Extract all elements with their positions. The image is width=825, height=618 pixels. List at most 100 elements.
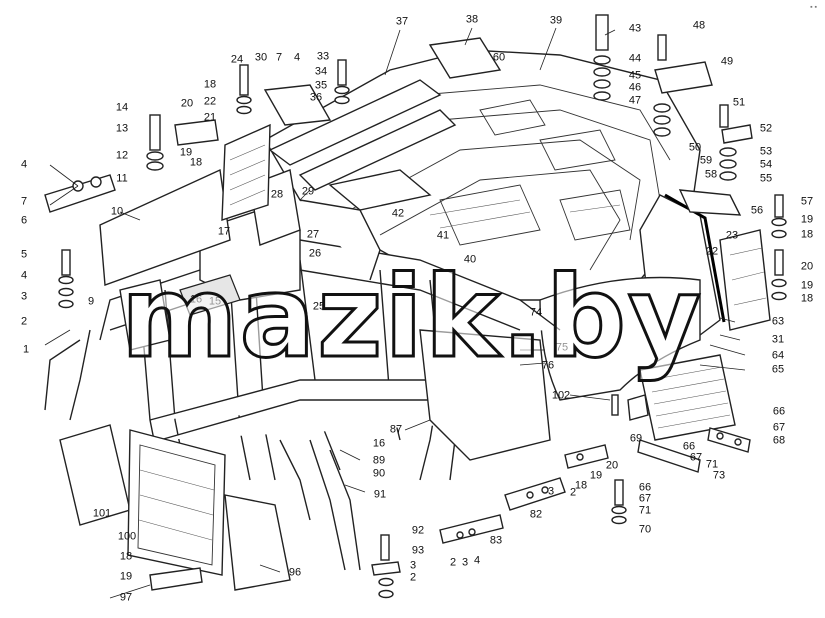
callout-label: 38: [465, 13, 479, 26]
callout-label: 73: [712, 469, 726, 482]
lower-panels: [59, 424, 291, 591]
callout-label: 63: [771, 315, 785, 328]
callout-label: 18: [800, 228, 814, 241]
callout-label: 26: [308, 247, 322, 260]
callout-label: 71: [638, 504, 652, 517]
rear-curved-panel: [539, 276, 736, 441]
callout-label: 102: [551, 389, 571, 402]
callout-label: 67: [638, 492, 652, 505]
callout-label: 2: [449, 556, 457, 569]
callout-label: 13: [115, 122, 129, 135]
leader-lines: [44, 27, 746, 599]
callout-label: 3: [20, 290, 28, 303]
callout-label: 18: [800, 292, 814, 305]
callout-label: 54: [759, 158, 773, 171]
callout-label: 58: [704, 168, 718, 181]
fastener-sets: [58, 59, 350, 309]
callout-label: 3: [461, 556, 469, 569]
callout-label: 65: [771, 363, 785, 376]
callout-label: 4: [473, 554, 481, 567]
callout-label: 3: [409, 559, 417, 572]
callout-label: 7: [275, 51, 283, 64]
callout-label: 19: [119, 570, 133, 583]
callout-label: 69: [629, 432, 643, 445]
callout-label: 28: [270, 188, 284, 201]
callout-label: 70: [638, 523, 652, 536]
callout-label: 2: [409, 571, 417, 584]
callout-label: 22: [203, 95, 217, 108]
callout-label: 59: [699, 154, 713, 167]
callout-label: 19: [589, 469, 603, 482]
callout-label: 87: [389, 423, 403, 436]
callout-label: 15: [208, 295, 222, 308]
callout-label: 7: [20, 195, 28, 208]
callout-label: 20: [180, 97, 194, 110]
bottom-fasteners: [371, 394, 751, 599]
roof-rails: [268, 37, 502, 211]
callout-label: 43: [628, 22, 642, 35]
callout-label: 6: [20, 214, 28, 227]
callout-label: 47: [628, 94, 642, 107]
callout-label: 23: [725, 229, 739, 242]
left-side-panel: [44, 84, 332, 286]
callout-label: 5: [20, 248, 28, 261]
callout-label: 4: [20, 269, 28, 282]
callout-label: 27: [306, 228, 320, 241]
callout-label: 51: [732, 96, 746, 109]
callout-label: 41: [436, 229, 450, 242]
callout-label: 83: [489, 534, 503, 547]
callout-label: 11: [116, 172, 128, 185]
callout-label: 74: [529, 306, 543, 319]
callout-label: 19: [800, 213, 814, 226]
callout-label: 31: [771, 333, 785, 346]
callout-label: 34: [314, 65, 328, 78]
callout-label: 3: [547, 485, 555, 498]
callout-label: 16: [372, 437, 386, 450]
callout-label: 17: [217, 225, 231, 238]
callout-label: 18: [203, 78, 217, 91]
callout-label: 37: [395, 15, 409, 28]
callout-label: 18: [574, 479, 588, 492]
callout-label: 4: [293, 51, 301, 64]
callout-label: 68: [772, 434, 786, 447]
callout-label: 42: [391, 207, 405, 220]
callout-label: 29: [301, 185, 315, 198]
callout-label: 36: [309, 91, 323, 104]
callout-label: 66: [772, 405, 786, 418]
callout-label: 60: [492, 51, 506, 64]
callout-label: 101: [92, 507, 112, 520]
callout-label: 55: [759, 172, 773, 185]
callout-label: 33: [316, 50, 330, 63]
callout-label: 67: [772, 421, 786, 434]
callout-label: 1: [22, 343, 30, 356]
callout-label: 44: [628, 52, 642, 65]
callout-label: 71: [705, 458, 719, 471]
callout-label: 92: [411, 524, 425, 537]
callout-label: 45: [628, 69, 642, 82]
callout-label: 19: [800, 279, 814, 292]
callout-label: 82: [529, 508, 543, 521]
callout-label: 90: [372, 467, 386, 480]
callout-label: 52: [759, 122, 773, 135]
callout-label: 93: [411, 544, 425, 557]
callout-label: 89: [372, 454, 386, 467]
callout-label: 14: [115, 101, 129, 114]
callout-label: 66: [682, 440, 696, 453]
callout-label: 96: [288, 566, 302, 579]
callout-label: 50: [688, 141, 702, 154]
callout-label: 2: [20, 315, 28, 328]
callout-label: 21: [203, 111, 217, 124]
callout-label: 18: [189, 156, 203, 169]
callout-label: 97: [119, 591, 133, 604]
callout-label: 35: [314, 79, 328, 92]
callout-label: 24: [230, 53, 244, 66]
callout-label: 49: [720, 55, 734, 68]
callout-label: 16: [189, 293, 203, 306]
corner-mark: ▪ ▪: [810, 4, 817, 11]
callout-label: 75: [555, 341, 569, 354]
callout-label: 39: [549, 14, 563, 27]
callout-label: 2: [569, 486, 577, 499]
callout-label: 40: [463, 253, 477, 266]
callout-label: 22: [705, 245, 719, 258]
